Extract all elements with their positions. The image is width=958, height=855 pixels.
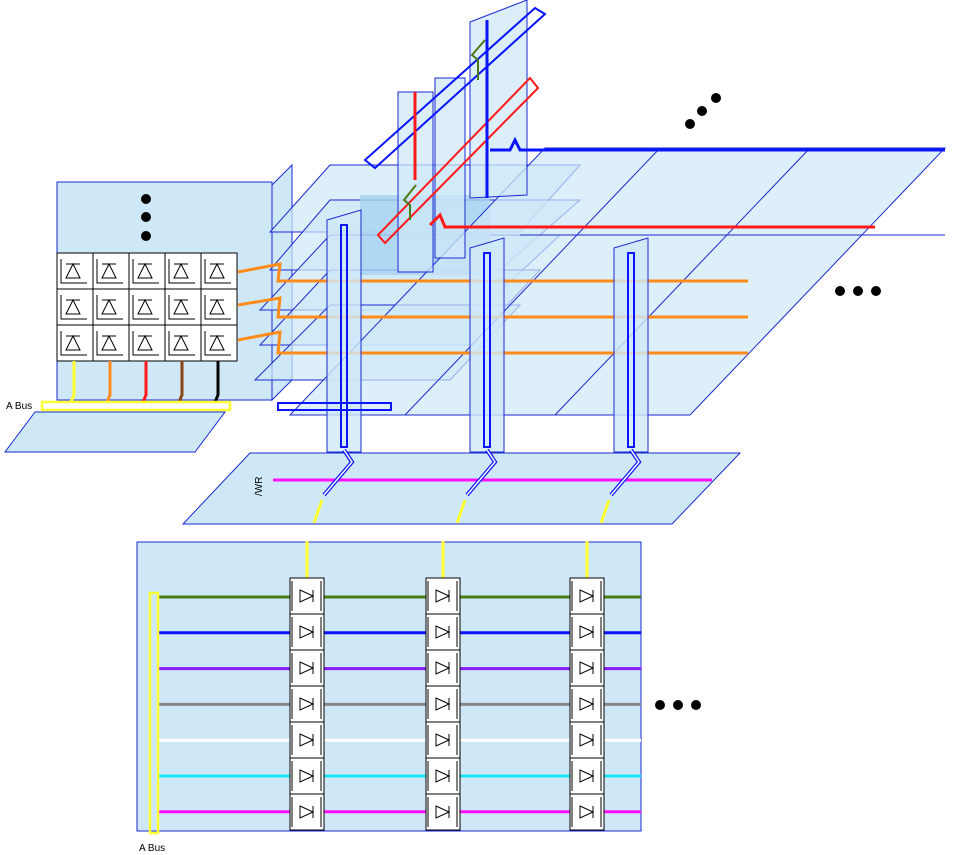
tower-back bbox=[469, 0, 528, 199]
buffer-cell bbox=[569, 757, 605, 795]
memory-cell bbox=[200, 252, 238, 290]
middle-right-ellipsis-icon bbox=[835, 286, 881, 296]
a-bus-bottom-label: A Bus bbox=[139, 843, 165, 854]
wr-stem-inner bbox=[323, 449, 353, 496]
buffer-cell bbox=[569, 649, 605, 687]
buffer-cell bbox=[289, 757, 325, 795]
bit-line bbox=[69, 361, 76, 403]
buffer-column bbox=[425, 541, 461, 831]
a-bus-top-bar bbox=[40, 400, 232, 412]
memory-cell bbox=[128, 324, 166, 362]
buffer-cell bbox=[289, 613, 325, 651]
upper-right-ellipsis-icon bbox=[685, 93, 721, 129]
memory-cell bbox=[128, 288, 166, 326]
bit-line bbox=[105, 361, 112, 403]
memory-cell bbox=[200, 288, 238, 326]
buffer-cell bbox=[289, 577, 325, 615]
select-tower bbox=[613, 237, 649, 453]
blue-word-line bbox=[490, 136, 945, 152]
memory-cell bbox=[56, 252, 94, 290]
buffer-cell bbox=[289, 793, 325, 831]
memory-cell bbox=[56, 324, 94, 362]
bottom-panel-bg bbox=[136, 541, 642, 832]
memory-cell bbox=[164, 288, 202, 326]
tower-planes bbox=[237, 0, 947, 453]
bit-line bbox=[141, 361, 148, 403]
bit-line bbox=[213, 361, 220, 403]
vertical-ellipsis-icon bbox=[141, 194, 151, 241]
bottom-lines bbox=[158, 595, 641, 814]
buffer-cell bbox=[425, 757, 461, 795]
wr-stem-inner bbox=[466, 449, 496, 496]
memory-cell bbox=[164, 252, 202, 290]
orange-line-2 bbox=[237, 296, 748, 319]
wr-label: /WR bbox=[254, 477, 265, 496]
buffer-cell bbox=[425, 685, 461, 723]
memory-cell bbox=[92, 288, 130, 326]
buffer-columns bbox=[289, 541, 605, 831]
bottom-right-ellipsis-icon bbox=[655, 700, 701, 710]
memory-cell bbox=[92, 324, 130, 362]
tower-front bbox=[397, 91, 434, 273]
select-wire bbox=[599, 499, 611, 524]
wr-plane bbox=[181, 452, 742, 525]
select-crossbar bbox=[277, 402, 392, 411]
diagonal-rail-blue bbox=[363, 6, 547, 170]
buffer-cell bbox=[569, 613, 605, 651]
tower-mid bbox=[434, 77, 466, 259]
cell-grid bbox=[56, 252, 238, 362]
select-tower bbox=[326, 209, 362, 453]
wr-stem-inner bbox=[610, 449, 640, 496]
buffer-cell bbox=[425, 649, 461, 687]
diagonal-rail-red bbox=[376, 76, 540, 245]
buffer-cell bbox=[569, 577, 605, 615]
a-bus-bottom-bar bbox=[148, 591, 160, 835]
buffer-cell bbox=[569, 721, 605, 759]
a-bus-top-label: A Bus bbox=[6, 401, 32, 412]
select-wire bbox=[455, 499, 467, 524]
buffer-cell bbox=[425, 793, 461, 831]
memory-cell bbox=[56, 288, 94, 326]
buffer-column bbox=[569, 541, 605, 831]
bottom-panel: A Bus bbox=[136, 541, 701, 854]
wr-plane-group: /WR bbox=[181, 448, 742, 525]
buffer-cell bbox=[425, 721, 461, 759]
orange-line-3 bbox=[237, 330, 748, 355]
select-tower bbox=[469, 237, 505, 453]
memory-cell bbox=[92, 252, 130, 290]
buffer-cell bbox=[289, 721, 325, 759]
buffer-cell bbox=[289, 649, 325, 687]
buffer-cell bbox=[425, 577, 461, 615]
buffer-cell bbox=[569, 685, 605, 723]
left-base-plane bbox=[4, 411, 226, 453]
buffer-column bbox=[289, 541, 325, 831]
memory-cell bbox=[200, 324, 238, 362]
upper-left-block: A Bus bbox=[4, 163, 293, 453]
select-wire bbox=[312, 499, 324, 524]
red-word-line bbox=[428, 212, 875, 229]
select-towers bbox=[326, 209, 649, 453]
orange-line-1 bbox=[237, 262, 748, 283]
memory-cell bbox=[128, 252, 166, 290]
bit-line bbox=[177, 361, 184, 403]
bit-lines bbox=[69, 361, 220, 403]
wr-stems bbox=[312, 448, 642, 524]
buffer-cell bbox=[289, 685, 325, 723]
memory-cell bbox=[164, 324, 202, 362]
buffer-cell bbox=[425, 613, 461, 651]
buffer-cell bbox=[569, 793, 605, 831]
